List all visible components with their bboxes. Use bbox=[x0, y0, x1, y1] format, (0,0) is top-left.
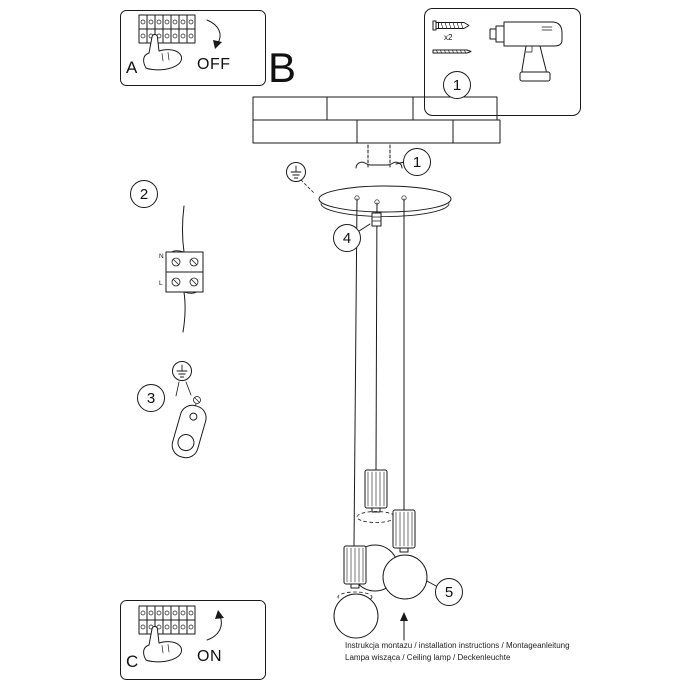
terminal-label-n: N bbox=[159, 253, 164, 260]
step-a-label: A bbox=[126, 58, 138, 77]
mounting-bracket bbox=[355, 144, 405, 169]
cable bbox=[353, 198, 358, 547]
drill-icon bbox=[489, 21, 563, 82]
step-b-label: B bbox=[268, 44, 297, 91]
tools-quantity: x2 bbox=[444, 33, 453, 42]
wall-bracket bbox=[171, 361, 207, 459]
rotate-on-arrow-icon bbox=[206, 610, 224, 641]
ground-symbol-icon bbox=[286, 162, 315, 194]
callout-2-wiring: 2 bbox=[130, 180, 158, 208]
callout-4-canopy: 4 bbox=[333, 224, 361, 252]
callout-1-tools: 1 bbox=[443, 71, 471, 99]
screw-icon bbox=[432, 20, 470, 31]
ceiling-planks bbox=[252, 96, 501, 144]
step-a-box bbox=[120, 10, 266, 86]
lamp-holder bbox=[392, 509, 416, 553]
canopy bbox=[318, 185, 452, 217]
callout-3-mounting: 3 bbox=[137, 384, 165, 412]
step-c-art bbox=[138, 605, 224, 663]
step-a-art bbox=[138, 14, 222, 71]
pendant-left bbox=[333, 545, 379, 639]
terminal-strip-icon bbox=[138, 14, 196, 44]
tools-box bbox=[424, 8, 581, 116]
anchor-icon bbox=[432, 49, 472, 54]
rotate-off-arrow-icon bbox=[206, 19, 222, 49]
callout-5-bulb: 5 bbox=[435, 578, 463, 606]
terminal-label-l: L bbox=[159, 280, 163, 287]
up-arrow-icon bbox=[400, 612, 408, 641]
step-c-box bbox=[120, 600, 266, 680]
wiring-terminal bbox=[165, 205, 204, 333]
step-a-action: OFF bbox=[197, 56, 231, 73]
cable bbox=[375, 202, 378, 471]
ground-symbol-icon bbox=[172, 361, 192, 381]
step-c-action: ON bbox=[197, 648, 222, 665]
callout-1-bracket: 1 bbox=[403, 148, 431, 176]
lamp-holder bbox=[364, 469, 388, 513]
footer-line-2: Lampa wisząca / Ceiling lamp / Deckenleu… bbox=[345, 653, 511, 662]
terminal-strip-icon bbox=[138, 605, 196, 635]
footer-line-1: Instrukcja montazu / installation instru… bbox=[345, 641, 570, 650]
lamp-holder bbox=[343, 545, 367, 589]
bulb bbox=[382, 554, 428, 600]
pendant-right bbox=[382, 509, 428, 600]
callout-5-leader bbox=[426, 580, 437, 587]
bulb bbox=[333, 593, 379, 639]
step-c-label: C bbox=[126, 652, 139, 671]
